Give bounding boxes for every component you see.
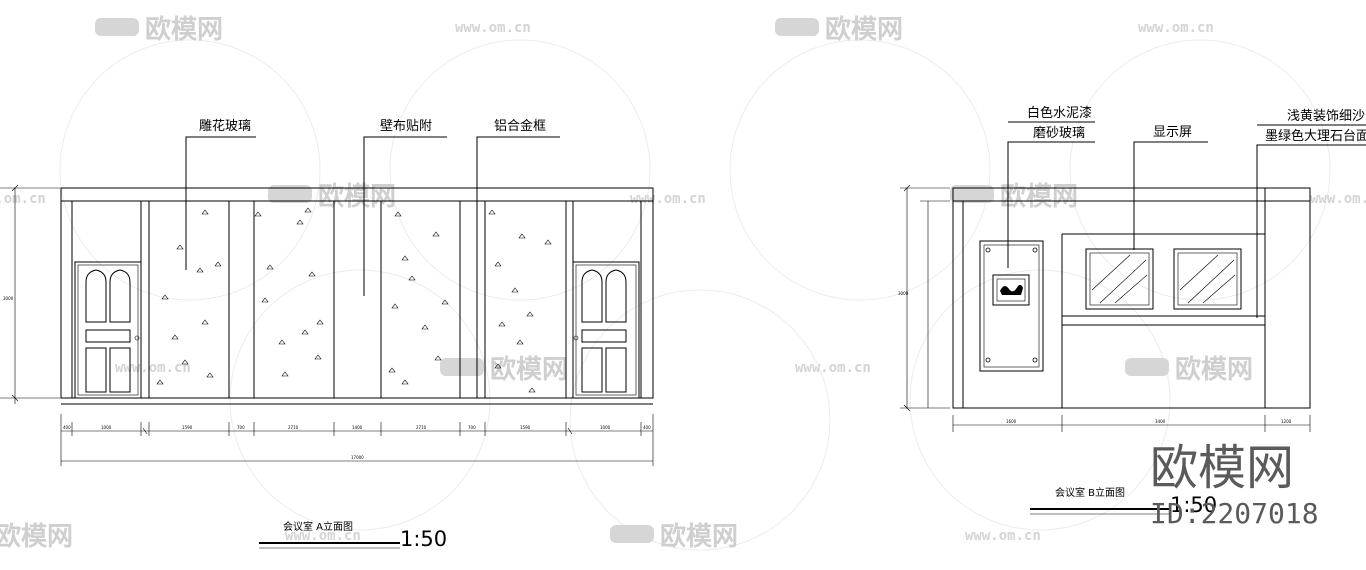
display-screens — [1085, 248, 1242, 310]
dimension-chain-b — [952, 415, 1311, 432]
watermark-url: www.om.cn — [630, 191, 706, 207]
glass-pattern — [156, 207, 552, 393]
watermark-brand-large: 欧模网 — [1150, 440, 1294, 496]
watermark-brand: 欧模网 — [1175, 354, 1253, 385]
brand-watermark: 欧模网 ID:2207018 — [1150, 440, 1319, 530]
label-display-screen: 显示屏 — [1153, 125, 1192, 140]
watermark-id: ID:2207018 — [1150, 497, 1319, 530]
watermark-url: www.om.cn — [115, 360, 191, 376]
dim-a-1: 400 — [63, 425, 71, 430]
height-dimension-b — [900, 184, 950, 412]
frosted-glass-panel — [979, 240, 1044, 372]
door-left — [74, 261, 142, 399]
label-green-marble: 墨绿色大理石台面 — [1265, 128, 1366, 144]
dim-a-11: 400 — [643, 425, 651, 430]
dim-a-4: 700 — [237, 425, 245, 430]
dim-b-2: 3400 — [1155, 419, 1166, 424]
label-carved-glass: 雕花玻璃 — [199, 118, 251, 134]
watermark-url: www.om.cn — [1138, 20, 1214, 36]
dim-a-3: 1590 — [182, 425, 193, 430]
label-aluminum-frame: 铝合金框 — [494, 118, 546, 134]
label-white-paint: 白色水泥漆 — [1027, 105, 1092, 121]
elevation-b-title: 会议室 B立面图 — [1055, 486, 1125, 499]
door-right — [572, 261, 640, 399]
dim-a-6: 1400 — [352, 425, 363, 430]
watermark-brand: 欧模网 — [318, 181, 396, 212]
watermark-url: www.om.cn — [1310, 191, 1366, 207]
dim-a-10: 1000 — [600, 425, 611, 430]
dim-a-5: 2710 — [288, 425, 299, 430]
watermark-layer: 欧模网 欧模网 欧模网 欧模网 欧模网 欧模网 欧模网 欧模网 www.om.c… — [0, 14, 1366, 552]
dim-b-1: 1600 — [1006, 419, 1017, 424]
dim-a-2: 1000 — [101, 425, 112, 430]
watermark-brand: 欧模网 — [660, 521, 738, 552]
dim-a-8: 700 — [468, 425, 476, 430]
height-dimension-a-value: 3000 — [3, 296, 14, 301]
dim-a-7: 2710 — [416, 425, 427, 430]
label-wall-fabric: 壁布贴附 — [380, 119, 432, 134]
watermark-url: www.om.cn — [795, 360, 871, 376]
elevation-a-scale: 1:50 — [400, 527, 447, 551]
height-dimension-a — [0, 184, 60, 404]
watermark-url: www.om.cn — [0, 191, 46, 207]
height-dimension-b-value: 3000 — [898, 291, 909, 296]
elevation-a-title: 会议室 A立面图 — [283, 520, 353, 533]
dim-a-9: 1590 — [520, 425, 531, 430]
dim-b-3: 1200 — [1281, 419, 1292, 424]
watermark-url: www.om.cn — [965, 528, 1041, 544]
dim-a-total: 17000 — [351, 455, 364, 460]
watermark-brand: 欧模网 — [490, 354, 568, 385]
label-yellow-sand: 浅黄装饰细沙 — [1287, 109, 1365, 124]
watermark-url: www.om.cn — [285, 528, 361, 544]
label-frosted-glass: 磨砂玻璃 — [1033, 126, 1085, 141]
watermark-brand: 欧模网 — [145, 14, 223, 45]
watermark-brand: 欧模网 — [825, 14, 903, 45]
watermark-brand: 欧模网 — [0, 521, 73, 552]
elevation-b-scale: 1:50 — [1170, 493, 1217, 517]
elevation-a: 雕花玻璃 壁布贴附 铝合金框 3000 — [0, 118, 654, 551]
elevation-b: 白色水泥漆 磨砂玻璃 显示屏 浅黄装饰细沙 墨绿色大理石台面 3000 1600… — [898, 105, 1366, 517]
watermark-url: www.om.cn — [455, 20, 531, 36]
watermark-brand: 欧模网 — [1000, 181, 1078, 212]
dimension-chain-a — [60, 414, 654, 466]
